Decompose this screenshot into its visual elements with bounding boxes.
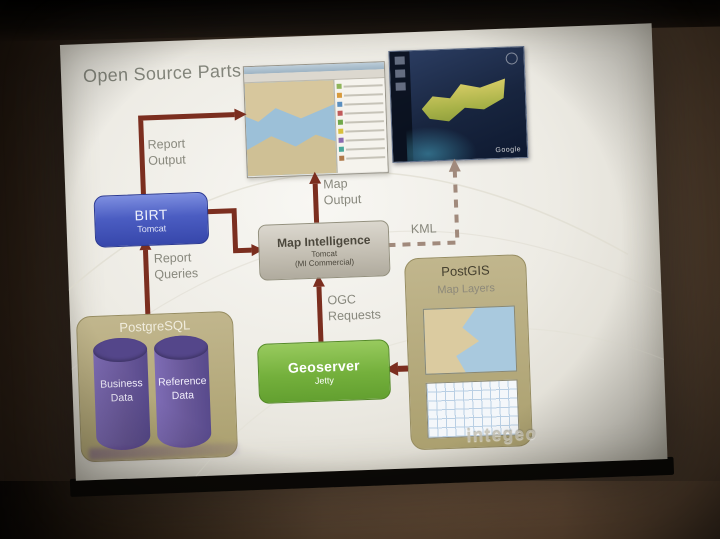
arrowhead (309, 171, 322, 184)
edge-label-map-output: Map Output (322, 176, 362, 208)
map-intelligence-title: Map Intelligence (276, 232, 371, 250)
thumbnail-landmass (424, 307, 516, 374)
edge-label-kml: KML (410, 221, 437, 237)
arrow-birt-to-mapintel (206, 208, 252, 254)
business-data-label: Business Data (99, 377, 143, 405)
birt-title: BIRT (134, 205, 169, 223)
edge-label-report-queries: Report Queries (153, 250, 199, 282)
node-birt: BIRT Tomcat (93, 191, 210, 248)
geoserver-title: Geoserver (287, 356, 361, 376)
map-intelligence-note: (MI Commercial) (294, 256, 355, 269)
postgresql-title: PostgreSQL (119, 317, 191, 336)
integeo-watermark: integeo (466, 423, 538, 446)
slide-canvas: Open Source Parts (59, 23, 668, 481)
arrow-geoserver-to-mapintel (316, 286, 324, 342)
reference-data-label: Reference Data (157, 374, 207, 402)
geoserver-subtitle: Jetty (314, 374, 335, 386)
node-postgis-group: PostGIS Map Layers (403, 254, 533, 451)
projector-screen: Open Source Parts (59, 23, 675, 497)
database-cylinder-reference: Reference Data (153, 334, 212, 449)
node-postgresql-group: PostgreSQL Business Data Reference Data (75, 310, 239, 463)
map-layers-label: Map Layers (437, 282, 496, 297)
arrow-postgresql-to-birt (142, 249, 151, 315)
edge-label-ogc-requests: OGC Requests (327, 292, 382, 323)
database-cylinder-business: Business Data (92, 337, 151, 451)
node-map-intelligence: Map Intelligence Tomcat (MI Commercial) (257, 220, 391, 281)
birt-subtitle: Tomcat (137, 222, 167, 234)
arrowhead (234, 108, 247, 121)
node-geoserver: Geoserver Jetty (257, 339, 392, 404)
map-layers-thumbnail (422, 305, 518, 375)
postgis-title: PostGIS (440, 262, 490, 280)
arrow-mapintel-to-report-view (312, 183, 320, 223)
edge-label-report-output: Report Output (147, 136, 186, 168)
arrowhead-kml (448, 158, 461, 172)
